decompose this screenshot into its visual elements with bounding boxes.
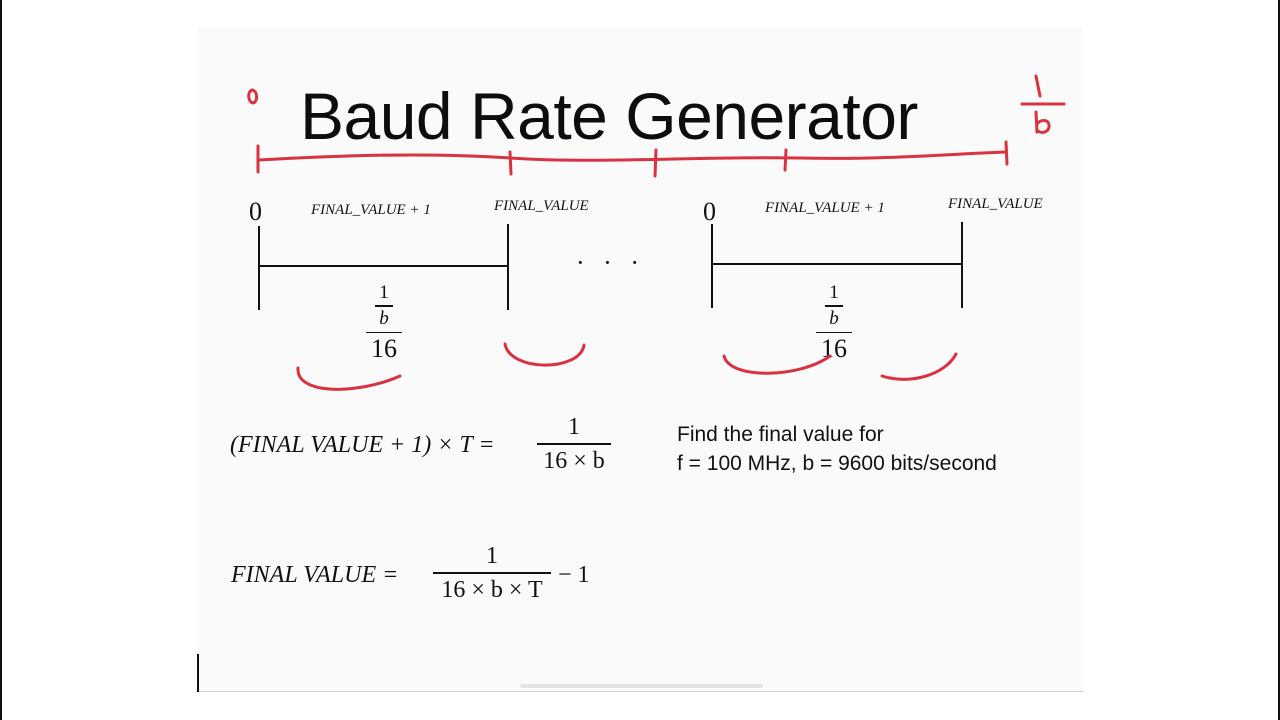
problem-line1: Find the final value for xyxy=(677,423,884,446)
right-outer-bar xyxy=(816,331,852,333)
equation1-num: 1 xyxy=(568,414,580,440)
equation2-lhs: FINAL VALUE = xyxy=(231,562,399,588)
left-start-tick xyxy=(258,226,260,310)
ellipsis: · · · xyxy=(576,248,645,277)
right-inner-num: 1 xyxy=(829,282,839,303)
right-period-fraction: 1 b 16 xyxy=(814,283,854,363)
left-period-fraction: 1 b 16 xyxy=(364,283,404,363)
left-zero-label: 0 xyxy=(249,197,262,226)
text-cursor xyxy=(197,654,199,692)
equation1-den: 16 × b xyxy=(543,447,605,474)
equation1-lhs: (FINAL VALUE + 1) × T = xyxy=(230,432,495,458)
window-border-right xyxy=(1278,0,1280,720)
left-end-label: FINAL_VALUE xyxy=(494,198,589,214)
equation2-bar xyxy=(433,572,551,574)
equation2-fraction: 1 16 × b × T xyxy=(432,542,552,604)
equation2-rhs: − 1 xyxy=(558,562,590,588)
page-bottom-edge xyxy=(197,691,1083,692)
window-border-left xyxy=(0,0,2,720)
left-outer-den: 16 xyxy=(371,334,397,363)
equation1-fraction: 1 16 × b xyxy=(536,413,612,475)
left-inner-den: b xyxy=(379,307,389,329)
page-title: Baud Rate Generator xyxy=(300,79,918,153)
right-interval-line xyxy=(712,263,961,265)
left-inner-bar xyxy=(375,305,393,307)
left-interval-line xyxy=(259,265,507,267)
left-span-label: FINAL_VALUE + 1 xyxy=(311,202,431,218)
right-zero-label: 0 xyxy=(703,197,716,226)
left-outer-bar xyxy=(366,331,402,333)
left-end-tick xyxy=(507,224,509,310)
problem-statement: Find the final value for f = 100 MHz, b … xyxy=(677,420,997,478)
right-outer-den: 16 xyxy=(821,334,847,363)
equation1-bar xyxy=(537,443,611,445)
scroll-indicator[interactable] xyxy=(520,684,763,688)
right-end-tick xyxy=(961,222,963,308)
equation2-den: 16 × b × T xyxy=(441,576,543,603)
left-inner-num: 1 xyxy=(379,282,389,303)
problem-line2: f = 100 MHz, b = 9600 bits/second xyxy=(677,452,997,475)
right-start-tick xyxy=(711,224,713,308)
equation2-num: 1 xyxy=(486,543,498,569)
right-end-label: FINAL_VALUE xyxy=(948,196,1043,212)
right-inner-den: b xyxy=(829,307,839,329)
right-inner-bar xyxy=(825,305,843,307)
right-span-label: FINAL_VALUE + 1 xyxy=(765,200,885,216)
